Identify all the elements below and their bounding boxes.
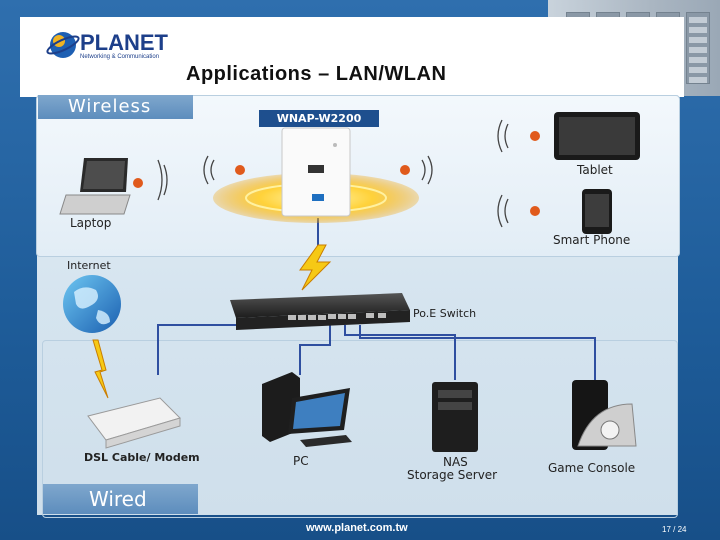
pc-icon <box>262 372 352 447</box>
wired-section-tab: Wired <box>43 484 198 514</box>
header-bar <box>20 17 684 97</box>
internet-globe-icon <box>63 275 121 333</box>
planet-logo: PLANET Networking & Communication <box>46 28 168 68</box>
tablet-icon <box>554 112 640 160</box>
wireless-section-tab: Wireless <box>38 95 193 119</box>
access-point-label: WNAP-W2200 <box>259 110 379 127</box>
logo-wordmark: PLANET <box>80 30 168 55</box>
nas-icon <box>432 382 478 452</box>
game-console-label: Game Console <box>548 461 636 475</box>
modem-label: DSL Cable/ Modem <box>84 451 200 464</box>
smart-phone-label: Smart Phone <box>553 233 631 247</box>
lightning-icon <box>299 244 332 291</box>
laptop-icon <box>59 158 131 215</box>
access-point-icon <box>281 127 351 217</box>
nas-label-line1: NAS <box>443 455 468 469</box>
laptop-label: Laptop <box>70 216 112 230</box>
wifi-signal-icons <box>157 119 509 228</box>
nas-label-line2: Storage Server <box>407 468 498 482</box>
footer-url: www.planet.com.tw <box>306 522 408 534</box>
page-title: Applications – LAN/WLAN <box>186 63 447 85</box>
page-number: 17 / 24 <box>662 525 687 534</box>
game-console-icon <box>572 380 637 450</box>
poe-switch-icon <box>230 293 410 330</box>
wired-panel <box>42 340 678 518</box>
wired-label: Wired <box>89 487 147 511</box>
modem-icon <box>87 397 181 449</box>
signal-badges <box>133 131 540 216</box>
smart-phone-icon <box>582 189 612 234</box>
lightning-icon-modem <box>92 339 109 399</box>
pc-label: PC <box>293 454 309 468</box>
tablet-label: Tablet <box>577 163 613 177</box>
internet-label: Internet <box>67 259 111 272</box>
wireless-label: Wireless <box>68 96 152 117</box>
poe-switch-label: Po.E Switch <box>413 307 477 320</box>
logo-tagline: Networking & Communication <box>80 54 160 60</box>
